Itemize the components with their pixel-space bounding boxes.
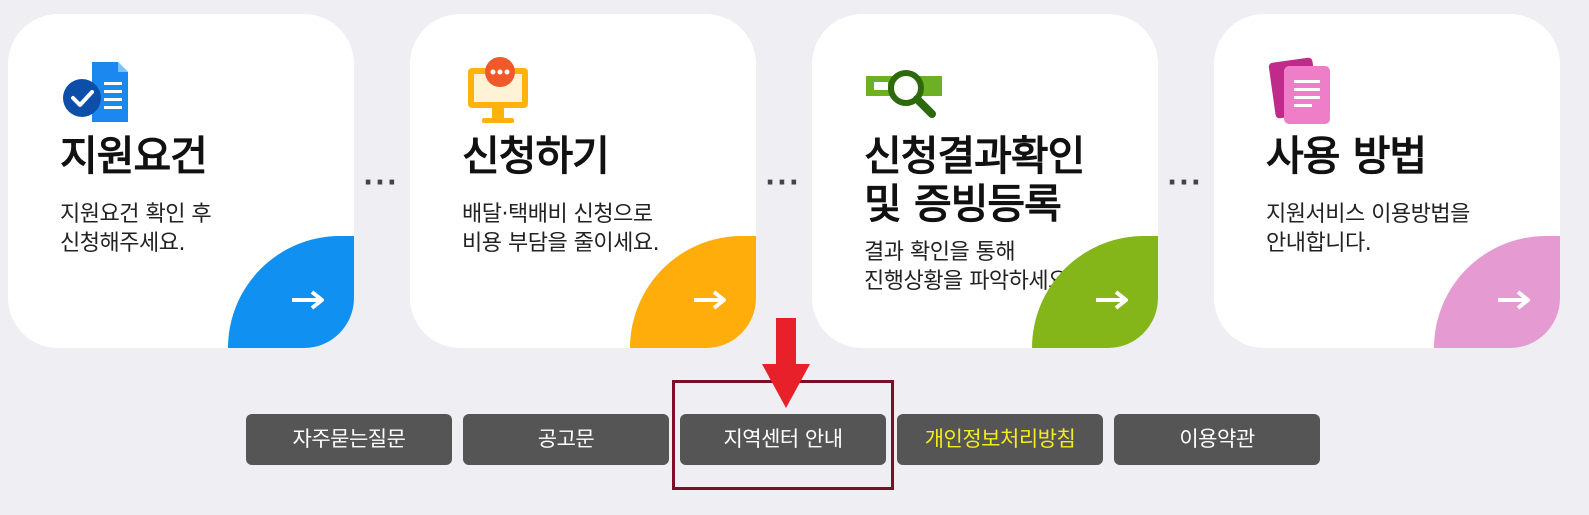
monitor-chat-icon bbox=[468, 57, 528, 123]
card-title: 신청결과확인 및 증빙등록 bbox=[864, 132, 1085, 228]
separator-dots: ··· bbox=[765, 168, 801, 198]
document-check-icon bbox=[63, 62, 128, 122]
arrow-right-icon[interactable] bbox=[1096, 290, 1130, 310]
card-description: 결과 확인을 통해 진행상황을 파악하세요. bbox=[864, 240, 1075, 294]
privacy-policy-button[interactable]: 개인정보처리방침 bbox=[897, 414, 1103, 465]
card-how-to-use[interactable]: 사용 방법 지원서비스 이용방법을 안내합니다. bbox=[1214, 14, 1560, 348]
card-description: 지원요건 확인 후 신청해주세요. bbox=[60, 202, 212, 256]
card-corner-accent bbox=[228, 236, 354, 348]
magnifier-search-icon bbox=[866, 70, 942, 118]
arrow-right-icon[interactable] bbox=[1498, 290, 1532, 310]
terms-of-use-button[interactable]: 이용약관 bbox=[1114, 414, 1320, 465]
card-apply[interactable]: 신청하기 배달·택배비 신청으로 비용 부담을 줄이세요. bbox=[410, 14, 756, 348]
card-description: 지원서비스 이용방법을 안내합니다. bbox=[1266, 202, 1470, 256]
arrow-right-icon[interactable] bbox=[694, 290, 728, 310]
card-title: 신청하기 bbox=[462, 132, 610, 180]
separator-dots: ··· bbox=[363, 168, 399, 198]
documents-pink-icon bbox=[1268, 57, 1330, 124]
regional-center-button[interactable]: 지역센터 안내 bbox=[680, 414, 886, 465]
arrow-right-icon[interactable] bbox=[292, 290, 326, 310]
card-support-requirements[interactable]: 지원요건 지원요건 확인 후 신청해주세요. bbox=[8, 14, 354, 348]
card-result-check[interactable]: 신청결과확인 및 증빙등록 결과 확인을 통해 진행상황을 파악하세요. bbox=[812, 14, 1158, 348]
card-title: 지원요건 bbox=[60, 132, 208, 180]
card-title: 사용 방법 bbox=[1266, 132, 1427, 180]
faq-button[interactable]: 자주묻는질문 bbox=[246, 414, 452, 465]
card-description: 배달·택배비 신청으로 비용 부담을 줄이세요. bbox=[462, 202, 660, 256]
separator-dots: ··· bbox=[1167, 168, 1203, 198]
red-down-arrow-icon bbox=[762, 318, 810, 408]
notice-button[interactable]: 공고문 bbox=[463, 414, 669, 465]
